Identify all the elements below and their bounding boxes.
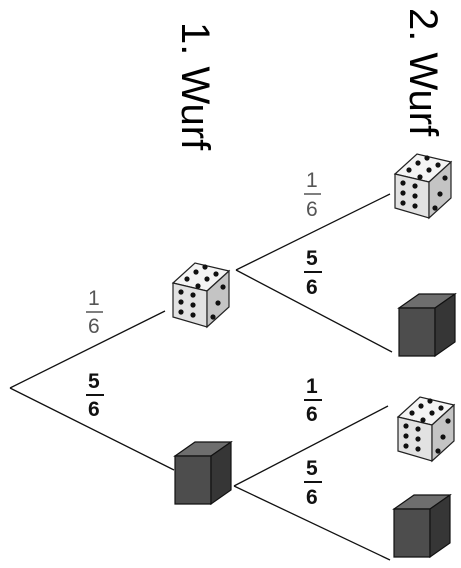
tree-branches [9, 193, 393, 561]
gray-cube-icon [393, 494, 451, 558]
branch-root-to-not-six [9, 387, 175, 471]
fraction-numerator: 1 [306, 169, 318, 192]
die-six-icon [397, 396, 455, 462]
die-six-icon [172, 262, 230, 328]
fraction-denominator: 6 [306, 486, 318, 509]
fraction-numerator: 5 [306, 457, 318, 480]
fraction-denominator: 6 [306, 276, 318, 299]
fraction-level2-upper-six: 1 6 [304, 169, 321, 221]
gray-cube-icon [174, 441, 232, 505]
fraction-denominator: 6 [306, 403, 318, 426]
fraction-denominator: 6 [306, 198, 318, 221]
fraction-level1-six: 1 6 [86, 287, 103, 338]
header-second-throw: 2. Wurf [401, 8, 445, 137]
fraction-numerator: 1 [88, 287, 100, 310]
fraction-numerator: 5 [306, 247, 318, 270]
gray-cube-icon [398, 293, 456, 357]
fraction-denominator: 6 [88, 398, 100, 421]
branch-not-six-to-not-six [233, 485, 391, 561]
fraction-level1-not-six: 5 6 [86, 370, 104, 421]
header-first-throw: 1. Wurf [173, 22, 217, 151]
die-six-icon [394, 153, 452, 219]
branch-not-six-to-six [233, 405, 389, 487]
branch-root-to-six [9, 310, 166, 389]
fraction-level2-lower-six: 1 6 [304, 375, 322, 426]
fraction-numerator: 5 [88, 370, 100, 393]
fraction-level2-upper-not-six: 5 6 [304, 247, 322, 299]
branch-six-to-not-six [235, 269, 393, 353]
branch-six-to-six [235, 193, 391, 271]
fraction-level2-lower-not-six: 5 6 [304, 457, 322, 509]
fraction-denominator: 6 [88, 315, 100, 338]
fraction-numerator: 1 [306, 375, 318, 398]
